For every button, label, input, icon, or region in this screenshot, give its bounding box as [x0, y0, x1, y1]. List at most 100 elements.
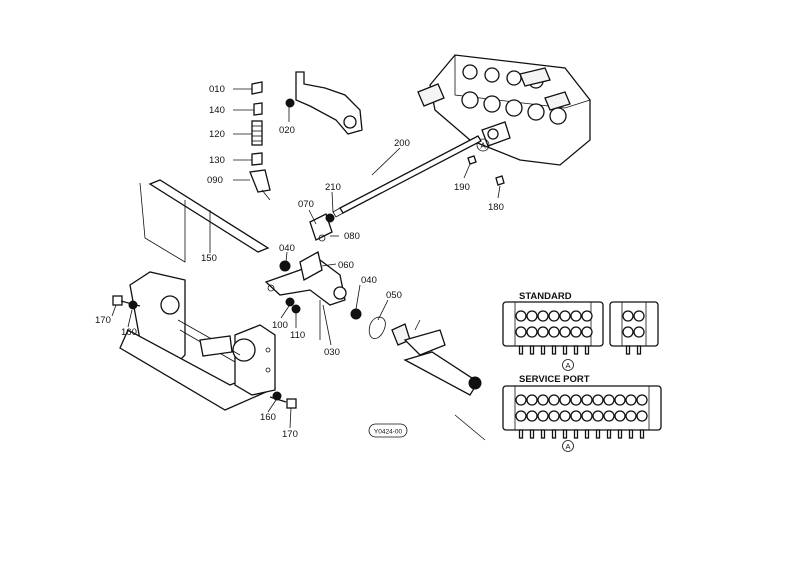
- part-label-120: 120: [209, 129, 225, 140]
- part-label-060: 060: [338, 260, 354, 271]
- part-label-160-left: 160: [121, 327, 137, 338]
- part-label-030: 030: [324, 347, 340, 358]
- washer-160-left: [128, 300, 138, 310]
- spool-stem: [573, 429, 579, 439]
- svg-text:Y0424-00: Y0424-00: [374, 429, 403, 436]
- diagram-code-badge: Y0424-00: [368, 423, 408, 438]
- spool-port: [548, 394, 560, 406]
- part-label-170-left: 170: [95, 315, 111, 326]
- spool-stem: [540, 429, 546, 439]
- spool-port: [570, 326, 582, 338]
- part-label-200: 200: [394, 138, 410, 149]
- spool-port: [526, 310, 538, 322]
- clevis-070: [309, 213, 335, 242]
- spool-port: [515, 326, 527, 338]
- spool-stem: [584, 345, 590, 355]
- part-label-040-lower: 040: [361, 275, 377, 286]
- part-label-020: 020: [279, 125, 295, 136]
- spool-port: [515, 310, 527, 322]
- spool-port: [622, 310, 634, 322]
- clip-pin-190: [467, 155, 477, 165]
- spool-port: [559, 394, 571, 406]
- part-label-150: 150: [201, 253, 217, 264]
- svg-text:A: A: [565, 361, 570, 370]
- spool-port: [537, 394, 549, 406]
- part-label-190: 190: [454, 182, 470, 193]
- control-rod: [332, 135, 482, 218]
- standard-valve-spools: [515, 310, 645, 355]
- upper-linkage: [249, 71, 363, 201]
- spool-port: [515, 410, 527, 422]
- spool-stem: [540, 345, 546, 355]
- part-label-070: 070: [298, 199, 314, 210]
- spool-port: [570, 394, 582, 406]
- control-valve-assembly: [417, 54, 591, 166]
- part-label-010: 010: [209, 84, 225, 95]
- spool-stem: [562, 429, 568, 439]
- spool-port: [548, 410, 560, 422]
- spool-port: [614, 394, 626, 406]
- center-lever: [264, 251, 347, 340]
- standard-heading: STANDARD: [519, 291, 572, 302]
- spool-stem: [562, 345, 568, 355]
- callout-a-valve: A: [476, 138, 490, 152]
- part-label-180: 180: [488, 202, 504, 213]
- part-label-080: 080: [344, 231, 360, 242]
- spool-stem: [606, 429, 612, 439]
- spool-port: [603, 394, 615, 406]
- spool-stem: [584, 429, 590, 439]
- spool-port: [548, 326, 560, 338]
- pivot-shaft: [139, 179, 270, 263]
- part-label-210: 210: [325, 182, 341, 193]
- spool-port: [592, 394, 604, 406]
- service-port-heading: SERVICE PORT: [519, 374, 590, 385]
- spool-port: [614, 410, 626, 422]
- spool-stem: [573, 345, 579, 355]
- spool-stem: [529, 429, 535, 439]
- spool-port: [633, 310, 645, 322]
- spool-port: [570, 410, 582, 422]
- spool-port: [633, 326, 645, 338]
- base-bracket: [119, 271, 277, 411]
- part-label-140: 140: [209, 105, 225, 116]
- callout-a-standard: A: [562, 359, 574, 371]
- spool-stem: [639, 429, 645, 439]
- spool-stem: [551, 429, 557, 439]
- spool-stem: [551, 345, 557, 355]
- part-label-110: 110: [290, 330, 305, 341]
- spool-port: [581, 394, 593, 406]
- service-port-valve-spools: [515, 394, 648, 439]
- spool-port: [603, 410, 615, 422]
- spool-port: [622, 326, 634, 338]
- spool-port: [537, 410, 549, 422]
- part-label-050: 050: [386, 290, 402, 301]
- spool-stem: [595, 429, 601, 439]
- spool-port: [636, 410, 648, 422]
- spool-port: [548, 310, 560, 322]
- spool-port: [526, 394, 538, 406]
- part-label-100: 100: [272, 320, 288, 331]
- spool-port: [581, 410, 593, 422]
- svg-text:A: A: [565, 442, 570, 451]
- spool-stem: [636, 345, 642, 355]
- svg-text:A: A: [480, 142, 486, 151]
- spool-port: [570, 310, 582, 322]
- spool-port: [636, 394, 648, 406]
- bolt-170-right: [269, 396, 297, 409]
- spool-port: [625, 394, 637, 406]
- part-number-labels: 010 140 120 130 090 020 200 190 180 210 …: [95, 84, 504, 440]
- spool-stem: [625, 345, 631, 355]
- part-label-160-right: 160: [260, 412, 276, 423]
- spool-port: [559, 410, 571, 422]
- spool-port: [537, 310, 549, 322]
- spring-shaft-assembly: [350, 308, 486, 441]
- spool-stem: [529, 345, 535, 355]
- spool-port: [592, 410, 604, 422]
- spool-port: [526, 410, 538, 422]
- spool-port: [515, 394, 527, 406]
- snap-pin-180: [495, 175, 505, 186]
- spool-port: [559, 310, 571, 322]
- spool-stem: [518, 429, 524, 439]
- part-label-130: 130: [209, 155, 225, 166]
